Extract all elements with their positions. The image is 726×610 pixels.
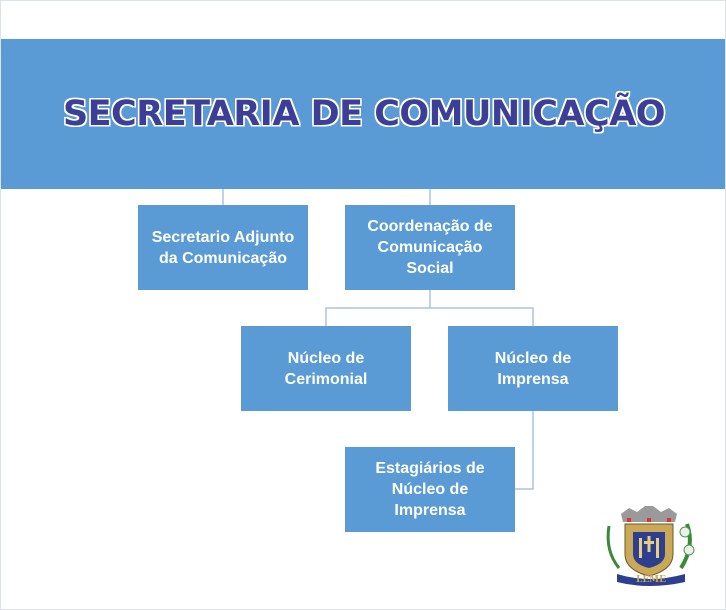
header-banner: SECRETARIA DE COMUNICAÇÃO (1, 39, 725, 189)
connector-line (515, 411, 534, 490)
node-estagiarios: Estagiários de Núcleo de Imprensa (345, 447, 515, 532)
svg-text:LEME: LEME (636, 575, 666, 585)
node-secretario-adjunto: Secretario Adjunto da Comunicação (138, 205, 308, 290)
connector-line (325, 307, 534, 326)
page-title: SECRETARIA DE COMUNICAÇÃO (62, 94, 666, 134)
node-coordenacao: Coordenação de Comunicação Social (345, 205, 515, 290)
coat-of-arms-logo: LEME (606, 506, 695, 586)
node-imprensa: Núcleo de Imprensa (448, 326, 618, 411)
node-cerimonial: Núcleo de Cerimonial (241, 326, 411, 411)
